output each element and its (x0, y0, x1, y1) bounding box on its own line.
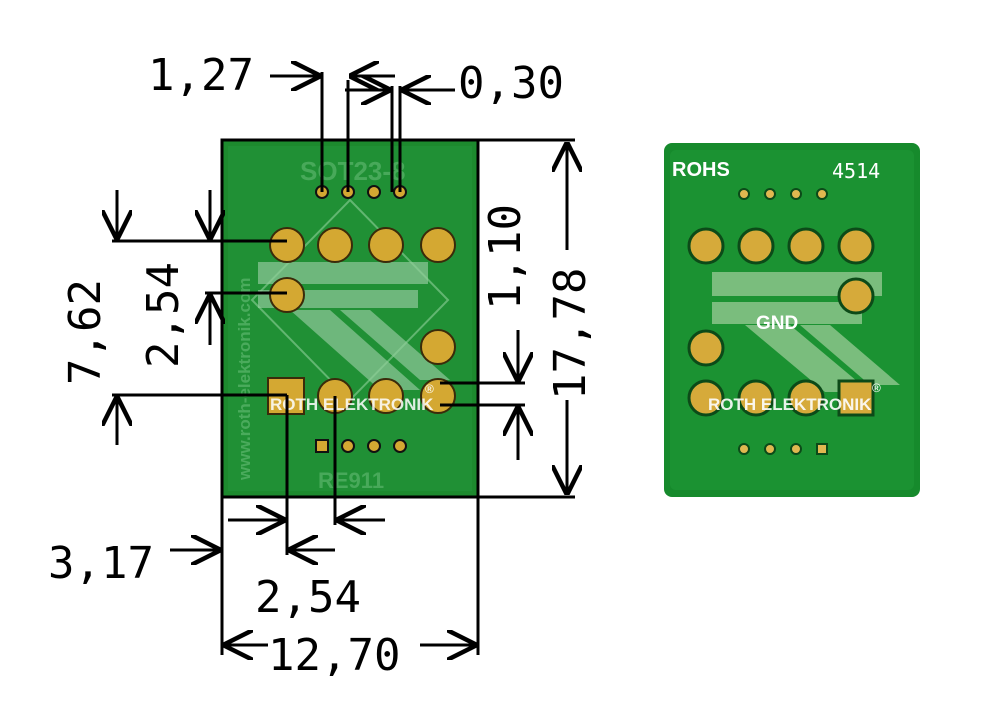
left-brand: ROTH ELEKTRONIK (270, 395, 434, 414)
dim-edge-offset-label: 3,17 (48, 538, 154, 589)
left-top-label: SOT23-8 (300, 156, 406, 186)
right-pcb-board: ROHS 4514 GND ROT (664, 143, 920, 497)
dim-pitch-label: 1,27 (148, 50, 254, 101)
right-brand: ROTH ELEKTRONIK (708, 395, 872, 414)
left-registered-mark: ® (425, 382, 434, 396)
small-pads-bottom (738, 443, 828, 455)
left-bottom-label: RE911 (318, 468, 384, 493)
dim-pad-offset-label: 1,10 (480, 204, 531, 310)
small-pads-top (738, 188, 828, 200)
dim-span-label: 7,62 (60, 279, 111, 385)
large-pads (687, 227, 875, 417)
dim-col-pitch-label: 2,54 (255, 572, 361, 623)
left-pcb-board: SOT23-8 RE911 www.roth-elektronik.com RO… (220, 138, 480, 499)
gnd-label: GND (756, 313, 798, 334)
board-code-label: 4514 (832, 159, 880, 183)
right-registered-mark: ® (872, 381, 881, 395)
left-side-url: www.roth-elektronik.com (235, 278, 254, 481)
dim-row-pitch-label: 2,54 (138, 262, 189, 368)
rohs-label: ROHS (672, 159, 730, 181)
sot-pads-bottom (315, 439, 407, 453)
dimension-lines (112, 72, 575, 655)
dim-board-height-label: 17,78 (545, 268, 596, 400)
dim-board-width-label: 12,70 (268, 630, 400, 681)
dim-trace-gap-label: 0,30 (458, 58, 564, 109)
